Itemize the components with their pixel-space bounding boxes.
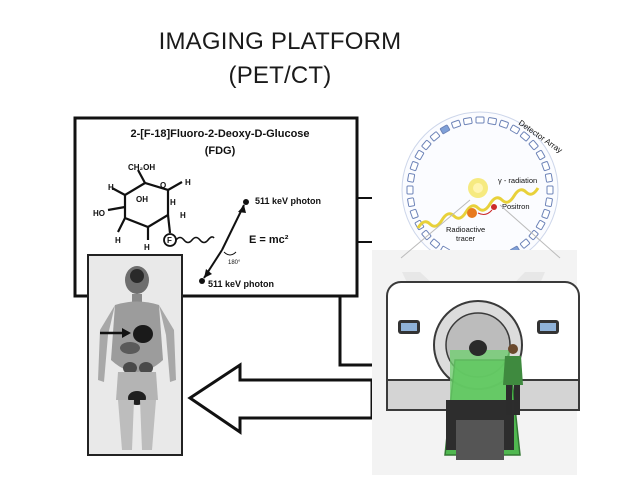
pet-right-arm xyxy=(159,305,176,382)
photon-dot-lower xyxy=(199,278,205,284)
detector-block xyxy=(421,139,432,151)
zoom-line-right xyxy=(499,204,561,259)
detector-block xyxy=(535,219,546,231)
detector-block xyxy=(429,238,441,249)
detector-block xyxy=(535,149,546,161)
atom-h-bottom-left: H xyxy=(115,236,121,245)
atom-o: O xyxy=(160,181,166,190)
atom-ch2oh: CH₂OH xyxy=(128,163,155,172)
pet-brain xyxy=(130,269,144,283)
slide-title-line2: (PET/CT) xyxy=(228,62,332,89)
detector-block xyxy=(406,185,414,195)
tracer-label-line1: Radioactive xyxy=(446,225,485,234)
detector-block xyxy=(541,208,551,219)
detector-block xyxy=(429,131,441,142)
photon-dot-upper xyxy=(243,199,249,205)
atom-h-right: H xyxy=(170,198,176,207)
detector-block xyxy=(544,172,553,183)
pet-left-arm xyxy=(98,305,115,382)
detector-block xyxy=(498,119,509,129)
atom-h-bottom: H xyxy=(144,243,150,252)
atom-ho: HO xyxy=(93,209,105,218)
glucose-molecule xyxy=(107,169,183,240)
tracer-label-line2: tracer xyxy=(456,234,476,243)
detector-block xyxy=(544,197,553,208)
technician-head xyxy=(508,344,518,354)
pet-body-scan xyxy=(87,254,183,456)
fdg-abbrev: (FDG) xyxy=(205,145,236,157)
detector-block xyxy=(475,116,485,124)
detector-block xyxy=(414,149,425,161)
detector-block xyxy=(519,131,531,142)
gamma-ray-path xyxy=(416,187,540,229)
pet-left-leg xyxy=(118,400,134,450)
patient-cover xyxy=(450,350,510,408)
positron-particle xyxy=(491,204,497,210)
equation: E = mc² xyxy=(249,234,289,246)
zoom-line-left xyxy=(400,199,471,259)
technician-leg-left xyxy=(506,385,512,415)
pet-right-leg xyxy=(140,400,156,450)
atom-f: F xyxy=(167,236,172,245)
connector-line xyxy=(338,295,372,367)
fdg-panel: 2-[F-18]Fluoro-2-Deoxy-D-Glucose (FDG) C… xyxy=(73,116,359,298)
annihilation-core xyxy=(473,183,483,193)
detector-block xyxy=(528,139,539,151)
patient-head xyxy=(469,340,487,356)
detector-block xyxy=(421,229,432,241)
tracer-nucleus xyxy=(467,208,477,218)
flow-arrow xyxy=(187,362,374,435)
photon-lower-label: 511 keV photon xyxy=(208,279,274,289)
flow-arrow-shape xyxy=(187,362,374,435)
pet-ct-scanner xyxy=(372,199,580,475)
detector-block xyxy=(546,185,554,195)
detector-block xyxy=(451,119,462,129)
patient-table-pedestal xyxy=(456,420,504,460)
detector-block-active xyxy=(439,124,451,135)
positron-label: Positron xyxy=(502,202,530,211)
gamma-radiation-label: γ - radiation xyxy=(498,176,537,185)
technician-body xyxy=(503,356,523,385)
atom-h-left: H xyxy=(108,183,114,192)
detector-block xyxy=(409,208,419,219)
detector-block xyxy=(519,238,531,249)
detector-block xyxy=(409,161,419,172)
positron-path xyxy=(175,236,215,244)
detector-block xyxy=(541,161,551,172)
angle-arc xyxy=(223,251,237,256)
slide-title-line1: IMAGING PLATFORM xyxy=(158,28,402,55)
atom-h-lower: H xyxy=(180,211,186,220)
pet-kidney-right xyxy=(139,362,153,374)
detector-block xyxy=(509,124,521,135)
detector-block xyxy=(407,197,416,208)
photon-upper-label: 511 keV photon xyxy=(255,196,321,206)
photon-arrow-upper xyxy=(221,204,245,251)
detector-block xyxy=(462,117,473,126)
technician-leg-right xyxy=(514,385,520,415)
atom-h-top: H xyxy=(185,178,191,187)
detector-block xyxy=(407,172,416,183)
positron-trajectory xyxy=(477,209,493,215)
pet-heart xyxy=(133,325,153,343)
atom-oh-mid: OH xyxy=(136,195,148,204)
angle-label: 180° xyxy=(228,260,241,266)
detector-diagram: Detector Array γ - radiation Positron Ra… xyxy=(401,111,564,269)
detector-block xyxy=(487,117,498,126)
fdg-name: 2-[F-18]Fluoro-2-Deoxy-D-Glucose xyxy=(130,128,309,140)
pet-kidney-left xyxy=(123,362,137,374)
pet-pelvis xyxy=(116,372,158,400)
